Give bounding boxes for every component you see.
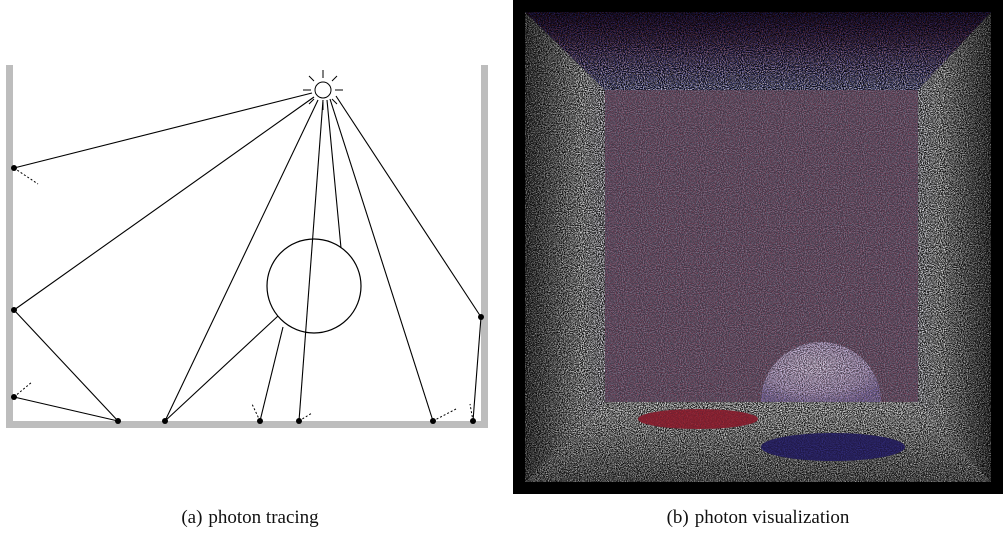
photon-continuation (251, 403, 261, 422)
caption-b: (b)photon visualization (513, 507, 1003, 529)
photon-hit (11, 165, 17, 171)
photon-continuation (13, 167, 39, 185)
caption-b-text: photon visualization (694, 507, 850, 528)
photon-visualization (513, 0, 1003, 494)
photon-paths (13, 92, 482, 422)
photon-hit (115, 418, 121, 424)
photon-path (329, 98, 434, 422)
photon-path (13, 396, 119, 422)
left-wall-photons (525, 12, 605, 482)
photon-path (326, 99, 342, 249)
photon-path (13, 309, 119, 422)
photon-hit (162, 418, 168, 424)
photon-path (335, 95, 482, 318)
photon-path (298, 99, 324, 422)
caption-a-label: (a) (181, 507, 203, 528)
photon-continuation (432, 408, 457, 422)
photon-tracing-svg (6, 65, 488, 428)
photon-hit (257, 418, 263, 424)
photon-path (259, 326, 284, 422)
sun-icon (303, 70, 343, 110)
caption-a-text: photon tracing (208, 507, 319, 528)
photon-hit (470, 418, 476, 424)
ceiling-photons (525, 12, 991, 90)
photon-hit (296, 418, 302, 424)
photon-continuation (13, 381, 33, 398)
photon-hit (478, 314, 484, 320)
photon-tracing-diagram (0, 0, 500, 440)
photon-continuation (298, 412, 313, 422)
vis-sphere (761, 342, 881, 402)
back-wall (605, 90, 918, 402)
left-wall (6, 65, 13, 428)
sphere (266, 238, 362, 334)
photon-continuation (469, 403, 474, 422)
photon-path (472, 316, 482, 422)
floor-photons (525, 402, 991, 482)
photon-path (164, 99, 319, 422)
photon-hit (430, 418, 436, 424)
photon-hit (11, 394, 17, 400)
photon-visualization-svg (513, 0, 1003, 494)
right-wall-photons (918, 12, 991, 482)
photon-continuations (13, 167, 474, 422)
floor (6, 421, 488, 428)
photon-path (164, 315, 279, 422)
photon-hit (11, 307, 17, 313)
caption-b-label: (b) (666, 507, 689, 528)
photon-path (13, 92, 313, 169)
caption-a: (a)photon tracing (0, 507, 500, 529)
right-wall (481, 65, 488, 428)
photon-hits (11, 165, 484, 424)
photon-path (13, 96, 315, 311)
